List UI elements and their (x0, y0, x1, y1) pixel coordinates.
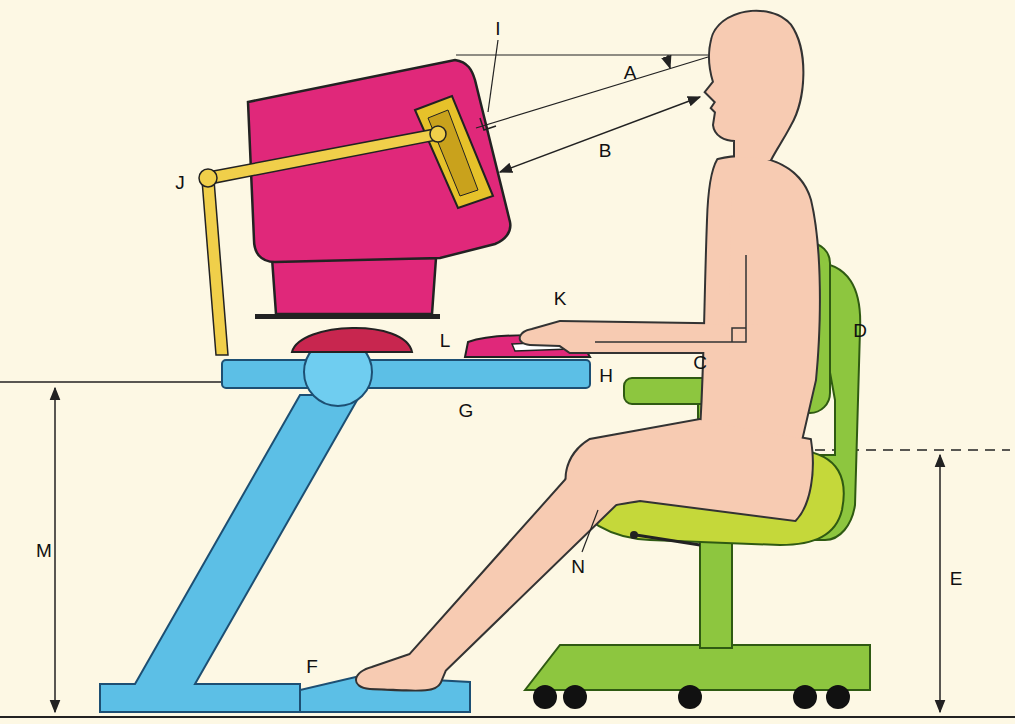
callout-letter: I (495, 19, 500, 38)
callout-letter: B (599, 141, 612, 160)
callout-letter: M (36, 541, 52, 560)
callout-letter: N (571, 557, 585, 576)
callout-letter: F (306, 657, 318, 676)
callout-letter: H (599, 366, 613, 385)
callout-letter: L (440, 331, 451, 350)
callout-letter: K (554, 289, 567, 308)
callout-letter: G (459, 401, 474, 420)
callout-letter: J (175, 173, 185, 192)
callout-letter: A (624, 63, 637, 82)
callout-letter: D (853, 321, 867, 340)
callout-letter: E (950, 569, 963, 588)
callout-letter: C (693, 353, 707, 372)
